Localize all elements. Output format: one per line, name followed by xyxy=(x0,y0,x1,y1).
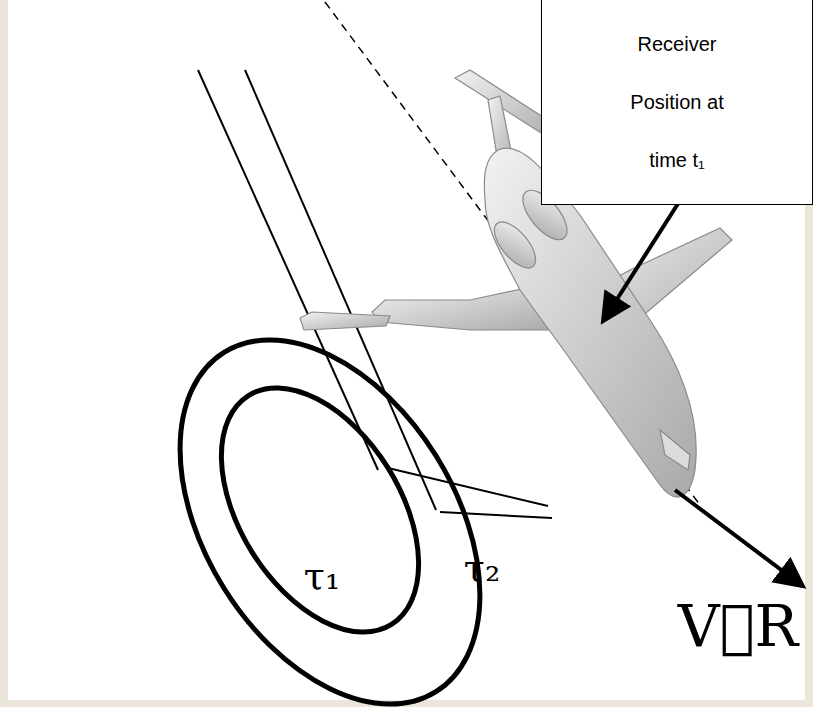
ray-line xyxy=(198,70,378,470)
tau-label: τ₁ xyxy=(304,554,340,598)
velocity-label: V⃗R xyxy=(678,592,798,660)
leader-arrow xyxy=(605,188,688,318)
ray-line xyxy=(440,512,552,518)
ray-line xyxy=(245,70,436,510)
callout-box: Receiver Position at time t₁ xyxy=(541,0,813,205)
ray-line xyxy=(388,468,548,506)
velocity-vector xyxy=(675,490,800,584)
callout-text: Receiver Position at time t₁ xyxy=(621,15,733,189)
inner-ring xyxy=(181,353,460,667)
outer-ring xyxy=(118,286,542,707)
tau-label: τ₂ xyxy=(464,546,500,590)
